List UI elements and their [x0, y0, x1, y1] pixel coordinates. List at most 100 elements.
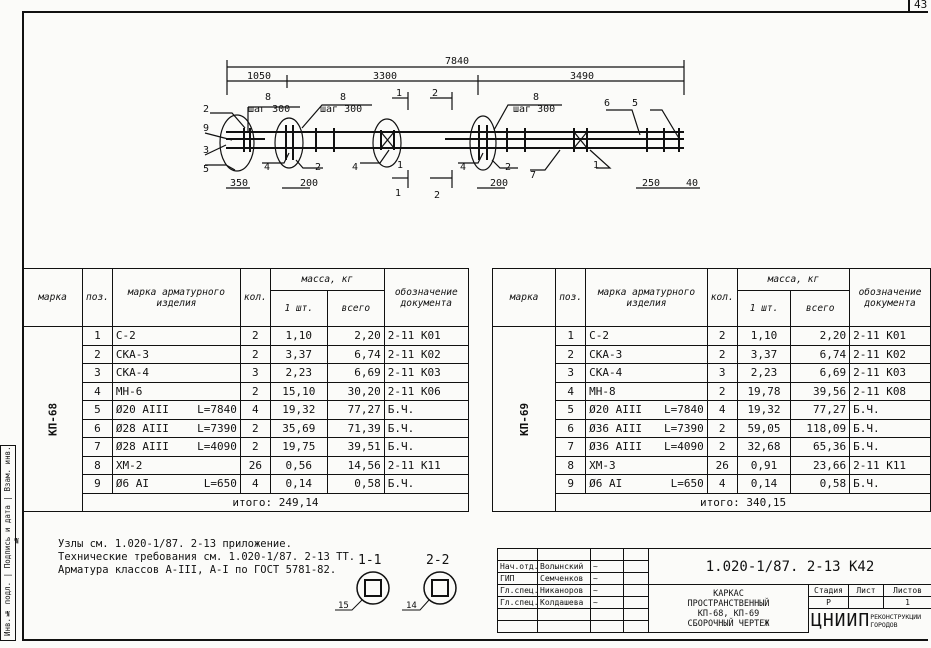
- total-row: итого: 249,14: [23, 492, 469, 512]
- item-mark: СКА-3: [115, 347, 150, 361]
- qty-cell: 2: [706, 437, 738, 457]
- mass-unit-cell: 19,78: [736, 381, 792, 401]
- sheets-label: Листов: [882, 584, 931, 597]
- drawing-name-line: КП-68, КП-69: [697, 608, 760, 619]
- qty-cell: 3: [239, 363, 271, 383]
- qty-cell: 2: [239, 418, 271, 438]
- callout: 2: [315, 162, 321, 173]
- doc-cell: 2-11 К01: [383, 326, 469, 346]
- mass-unit-cell: 19,75: [269, 437, 328, 457]
- item-mark: Ø36 АIII: [589, 440, 643, 454]
- dimension-lines: [226, 60, 700, 189]
- item-mark: С-2: [589, 329, 609, 343]
- mass-total-cell: 77,27: [790, 400, 851, 420]
- section-mark: 2: [434, 190, 440, 201]
- item-length: L=7840: [197, 403, 237, 417]
- item-cell: СКА-4: [111, 363, 241, 383]
- table-row: 3 СКА-4 3 2,23 6,69 2-11 К03: [493, 363, 931, 383]
- doc-cell: 2-11 К08: [849, 381, 931, 401]
- poz-cell: 3: [555, 363, 587, 383]
- total-label: итого:: [700, 495, 740, 509]
- mass-unit-cell: 2,23: [736, 363, 792, 383]
- item-mark: СКА-4: [115, 366, 150, 380]
- detail-ellipses: [204, 92, 681, 188]
- callout: 1: [593, 160, 599, 171]
- mass-total-cell: 2,20: [790, 326, 851, 346]
- mass-unit-cell: 19,32: [736, 400, 792, 420]
- callout: 9: [203, 123, 209, 134]
- poz-cell: 3: [82, 363, 113, 383]
- dim-total: 7840: [445, 56, 469, 67]
- item-length: L=650: [670, 477, 704, 491]
- item-cell: С-2: [585, 326, 708, 346]
- section-1-1-label: 1-1: [358, 553, 381, 568]
- signer-role: Нач.отд.: [497, 560, 538, 573]
- signer-name: Семченков: [537, 572, 591, 585]
- mass-total-cell: 30,20: [326, 381, 385, 401]
- doc-cell: 2-11 К11: [849, 455, 931, 475]
- qty-cell: 4: [706, 400, 738, 420]
- item-length: L=7390: [664, 421, 704, 435]
- drawing-name-line: СБОРОЧНЫЙ ЧЕРТЕЖ: [687, 618, 770, 629]
- item-mark: Ø6 АI: [589, 477, 623, 491]
- callout: 2: [505, 162, 511, 173]
- header-poz: поз.: [555, 268, 587, 327]
- dim-3300: 3300: [373, 71, 397, 82]
- total-row: итого: 340,15: [493, 492, 931, 512]
- header-total: всего: [790, 290, 851, 327]
- doc-cell: Б.Ч.: [849, 474, 931, 494]
- doc-cell: Б.Ч.: [849, 418, 931, 438]
- mass-total-cell: 77,27: [326, 400, 385, 420]
- doc-cell: 2-11 К01: [849, 326, 931, 346]
- poz-cell: 5: [555, 400, 587, 420]
- organization: ЦНИИПреконструкции городов: [807, 608, 931, 633]
- callout: 4: [352, 162, 358, 173]
- table-row: 2 СКА-3 2 3,37 6,74 2-11 К02: [493, 344, 931, 364]
- item-length: L=7390: [197, 421, 237, 435]
- mass-total-cell: 6,74: [326, 344, 385, 364]
- header-qty: кол.: [706, 268, 738, 327]
- mass-unit-cell: 0,14: [269, 474, 328, 494]
- qty-cell: 4: [239, 400, 271, 420]
- signature: ~: [590, 572, 624, 585]
- signer-role: ГИП: [497, 572, 538, 585]
- doc-cell: 2-11 К03: [383, 363, 469, 383]
- callout: 4: [264, 162, 270, 173]
- sheet-number: 43: [908, 0, 931, 11]
- section-details: 1-1 2-2 15 14: [335, 553, 457, 611]
- qty-cell: 4: [706, 474, 738, 494]
- table-row: 2 СКА-3 2 3,37 6,74 2-11 К02: [23, 344, 469, 364]
- callout: шаг 300: [513, 104, 555, 115]
- drawing-name-line: КАРКАС: [713, 588, 744, 599]
- document-code: 1.020-1/87. 2-13 К42: [647, 548, 931, 585]
- poz-cell: 6: [555, 418, 587, 438]
- assembly-drawing: 7840 1050 3300 3490 350 200 200 250 40 2…: [203, 56, 700, 201]
- dim-200: 200: [490, 178, 508, 189]
- dim-3490: 3490: [570, 71, 594, 82]
- qty-cell: 2: [706, 418, 738, 438]
- header-marka: марка: [22, 268, 83, 327]
- poz-cell: 9: [555, 474, 587, 494]
- poz-cell: 8: [555, 455, 587, 475]
- table-row: 8 ХМ-3 26 0,91 23,66 2-11 К11: [493, 455, 931, 475]
- mass-unit-cell: 3,37: [736, 344, 792, 364]
- marka-cell: КП-69: [492, 326, 556, 512]
- mass-total-cell: 14,56: [326, 455, 385, 475]
- total-value: 249,14: [278, 495, 319, 509]
- qty-cell: 4: [239, 474, 271, 494]
- note: Технические требования см. 1.020-1/87. 2…: [58, 551, 356, 563]
- item-cell: С-2: [111, 326, 241, 346]
- mass-total-cell: 65,36: [790, 437, 851, 457]
